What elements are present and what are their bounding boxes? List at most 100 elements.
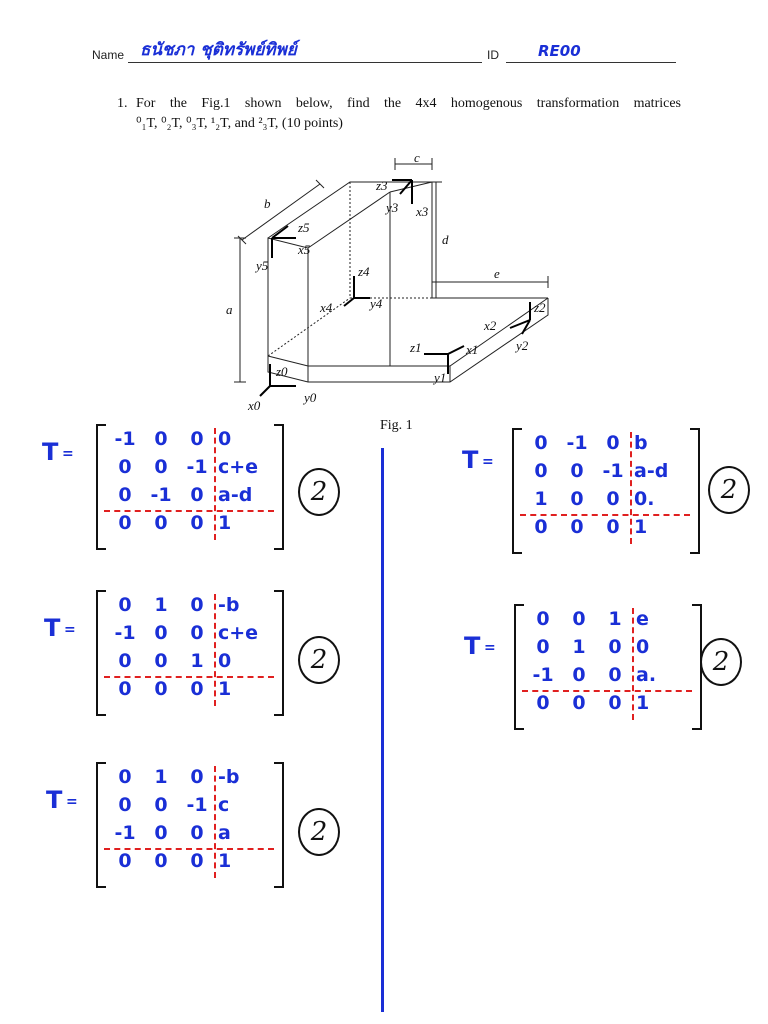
- dim-label-e: e: [494, 266, 500, 281]
- matrix-label-T03: T=: [34, 780, 94, 830]
- matrix-cell: -1: [566, 432, 588, 454]
- matrix-bracket-left: [514, 604, 524, 730]
- column-divider: [381, 448, 384, 1012]
- matrix-cell: 1: [534, 488, 548, 510]
- figure-caption: Fig. 1: [380, 418, 413, 433]
- matrix-cell: 0: [606, 488, 620, 510]
- matrix-cell: 0: [606, 516, 620, 538]
- matrix-cell: 0: [190, 484, 204, 506]
- matrix-cell: 0: [154, 456, 168, 478]
- axis-label-x5: x5: [297, 242, 311, 257]
- matrix-bracket-right: [274, 590, 284, 716]
- matrix-separator-vertical: [630, 432, 632, 544]
- matrix-bracket-left: [96, 424, 106, 550]
- axis-label-y0: y0: [302, 390, 317, 405]
- matrix-cell: 0: [118, 594, 132, 616]
- matrix-label-T02: T=: [32, 608, 92, 658]
- matrix-cell: 0: [536, 636, 550, 658]
- matrix-separator-horizontal: [104, 848, 274, 850]
- id-line: [506, 62, 676, 63]
- name-value: ธนัชภา ชุติทรัพย์ทิพย์: [140, 40, 297, 60]
- matrix-cell: 1: [608, 608, 622, 630]
- axis-label-x3: x3: [415, 204, 429, 219]
- matrix-cell: 0: [190, 822, 204, 844]
- matrix-cell: 0: [608, 636, 622, 658]
- matrix-cell: 0: [572, 608, 586, 630]
- figure-diagram: c b d a e z3 y3 x3 z5 x5 y5 z4 x4 y4 z2 …: [226, 150, 549, 413]
- score-circle: 2: [298, 636, 340, 684]
- matrix-cell: -1: [532, 664, 554, 686]
- matrix-cell: 0: [118, 766, 132, 788]
- matrix-cell: 1: [634, 516, 648, 538]
- matrix-cell: a-d: [218, 484, 253, 506]
- axis-label-y2: y2: [514, 338, 529, 353]
- matrix-separator-vertical: [214, 766, 216, 878]
- score-circle: 2: [708, 466, 750, 514]
- score-circle: 2: [298, 468, 340, 516]
- matrix-cell: a-d: [634, 460, 669, 482]
- matrix-cell: 1: [218, 512, 232, 534]
- matrix-cell: 1: [190, 650, 204, 672]
- matrix-cell: 0: [218, 650, 232, 672]
- matrix-cell: 0: [190, 622, 204, 644]
- matrix-cell: 0: [536, 608, 550, 630]
- matrix-cell: 0: [154, 428, 168, 450]
- matrix-cell: 0: [218, 428, 232, 450]
- matrix-cell: 0: [570, 516, 584, 538]
- matrix-label-T: T: [464, 632, 481, 660]
- matrix-cell: b: [634, 432, 648, 454]
- matrix-label-eq: =: [62, 446, 74, 462]
- matrix-cell: 0: [534, 460, 548, 482]
- matrix-cell: 0: [118, 456, 132, 478]
- matrix-bracket-right: [274, 424, 284, 550]
- axis-label-z0: z0: [275, 364, 288, 379]
- matrix-separator-vertical: [632, 608, 634, 720]
- matrix-cell: 0: [118, 650, 132, 672]
- dim-label-b: b: [264, 196, 271, 211]
- matrix-cell: 0: [154, 650, 168, 672]
- matrix-cell: 0: [154, 850, 168, 872]
- axis-label-z2: z2: [533, 300, 546, 315]
- matrix-label-T: T: [46, 786, 63, 814]
- axis-label-y5: y5: [254, 258, 269, 273]
- matrix-cell: 0: [536, 692, 550, 714]
- matrix-label-eq: =: [64, 622, 76, 638]
- matrix-bracket-left: [96, 590, 106, 716]
- matrix-cell: c+e: [218, 622, 259, 644]
- matrix-label-eq: =: [66, 794, 78, 810]
- matrix-cell: 0: [118, 678, 132, 700]
- axis-label-x1: x1: [465, 342, 478, 357]
- matrix-cell: 1: [154, 766, 168, 788]
- matrix-cell: 0: [154, 622, 168, 644]
- matrix-label-T01: T=: [30, 432, 90, 482]
- matrix-cell: 0: [154, 678, 168, 700]
- matrix-cell: c: [218, 794, 230, 816]
- matrix-label-T: T: [42, 438, 59, 466]
- matrix-cell: 0: [118, 484, 132, 506]
- matrix-cell: 1: [218, 850, 232, 872]
- question-text-line1: For the Fig.1 shown below, find the 4x4 …: [136, 96, 681, 111]
- question-number: 1.: [117, 96, 128, 111]
- matrix-cell: -1: [602, 460, 624, 482]
- id-value: RE00: [538, 42, 581, 60]
- matrix-cell: 0: [570, 460, 584, 482]
- matrix-cell: 0: [608, 664, 622, 686]
- matrix-cell: 0: [118, 794, 132, 816]
- axis-label-y1: y1: [432, 370, 446, 385]
- matrix-cell: 0: [534, 432, 548, 454]
- question-text-line2: ⁰₁T, ⁰₂T, ⁰₃T, ¹₂T, and ²₃T, (10 points): [136, 116, 343, 131]
- matrix-cell: 0: [190, 678, 204, 700]
- name-line: [128, 62, 482, 63]
- matrix-bracket-left: [96, 762, 106, 888]
- matrix-label-eq: =: [484, 640, 496, 656]
- axis-label-z4: z4: [357, 264, 370, 279]
- matrix-cell: 0: [118, 850, 132, 872]
- matrix-cell: 0: [190, 594, 204, 616]
- matrix-separator-horizontal: [104, 676, 274, 678]
- axis-label-z1: z1: [409, 340, 422, 355]
- matrix-cell: 0: [636, 636, 650, 658]
- matrix-cell: -1: [114, 622, 136, 644]
- matrix-label-T23: T=: [452, 626, 512, 676]
- matrix-cell: 0: [572, 692, 586, 714]
- axis-label-y4: y4: [368, 296, 383, 311]
